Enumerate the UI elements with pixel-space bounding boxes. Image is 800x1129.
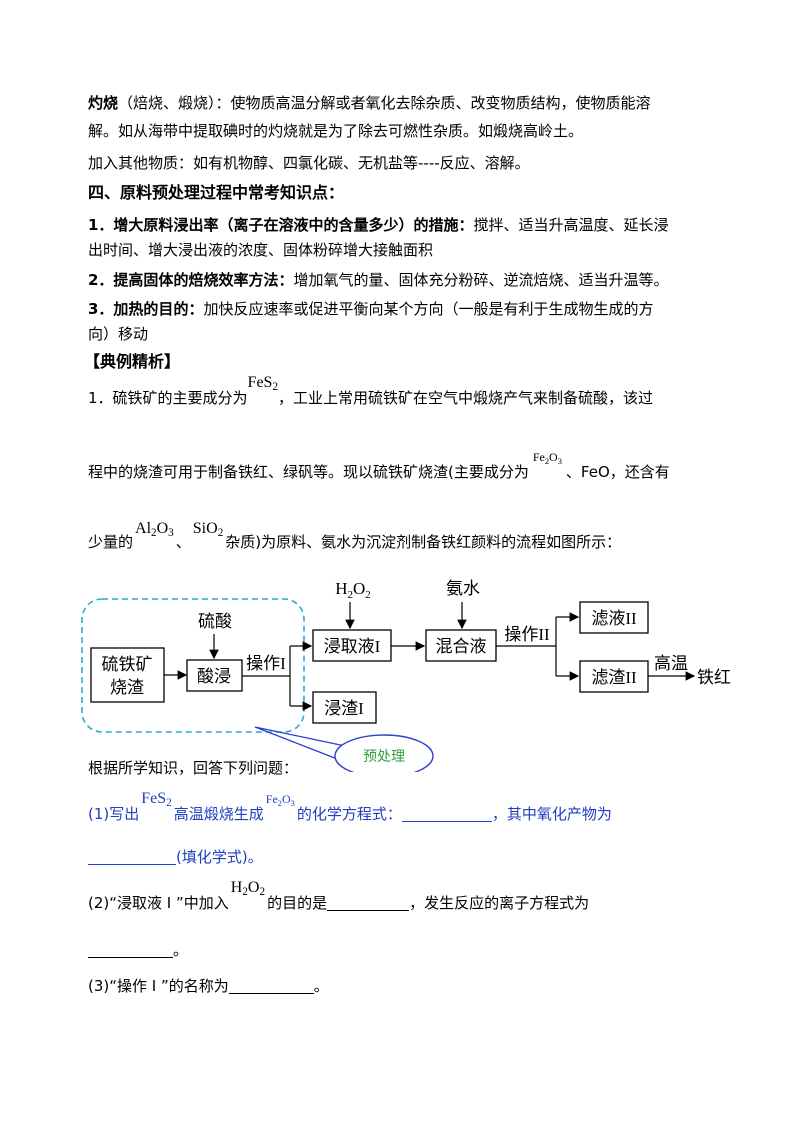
point-3-text1: 加快反应速率或促进平衡向某个方向（一般是有利于生成物生成的方 — [203, 300, 654, 318]
formula-fe2o3-q1: Fe2O3 — [265, 792, 295, 808]
filtrate-2-label: 滤液II — [591, 609, 637, 628]
roasting-text1: （焙烧、煅烧）：使物质高温分解或者氧化去除杂质、改变物质结构，使物质能溶 — [118, 94, 651, 112]
q-text-b2: 、FeO，还含有 — [565, 463, 670, 481]
ore-label-1: 硫铁矿 — [102, 655, 153, 674]
acid-leach-label: 酸浸 — [197, 667, 231, 686]
h2o2-label: H2O2 — [335, 579, 371, 601]
paragraph-roasting-line2: 解。如从海带中提取碘时的灼烧就是为了除去可燃性杂质。如煅烧高岭土。 — [88, 121, 583, 141]
q1-oxidation-product-blank[interactable] — [88, 850, 176, 865]
iron-red-label: 铁红 — [697, 668, 731, 687]
point-2: 2．提高固体的焙烧效率方法：增加氧气的量、固体充分粉碎、逆流焙烧、适当升温等。 — [88, 270, 668, 290]
residue-2-label: 滤渣II — [591, 668, 637, 687]
point-3-text2: 向）移动 — [88, 325, 149, 343]
paragraph-roasting-line1: 灼烧（焙烧、煅烧）：使物质高温分解或者氧化去除杂质、改变物质结构，使物质能溶 — [88, 93, 651, 113]
q2-ionic-equation-blank[interactable] — [88, 943, 173, 958]
question-1-line2: (填化学式)。 — [88, 847, 263, 867]
high-temp-label: 高温 — [654, 654, 688, 673]
q-text-b1: 程中的烧渣可用于制备铁红、绿矾等。现以硫铁矿烧渣(主要成分为 — [88, 463, 529, 481]
extract-liquid-label: 浸取液I — [324, 637, 381, 656]
leach-residue-box — [312, 691, 377, 724]
point-1-text1: 搅拌、适当升高温度、延长浸 — [473, 216, 669, 234]
formula-h2o2-q2: H2O2 — [230, 879, 266, 898]
roasting-text2: 解。如从海带中提取碘时的灼烧就是为了除去可燃性杂质。如煅烧高岭土。 — [88, 122, 584, 140]
sulfuric-acid-label: 硫酸 — [198, 612, 232, 631]
q3-operation-name-blank[interactable] — [228, 979, 314, 994]
mixed-solution-label: 混合液 — [436, 637, 487, 656]
question-line1: 1．硫铁矿的主要成分为FeS2，工业上常用硫铁矿在空气中煅烧产气来制备硫酸，该过 — [88, 374, 654, 413]
q-text-c1: 少量的 — [88, 533, 134, 551]
pretreatment-callout — [334, 734, 434, 772]
question-3: (3)“操作 I ”的名称为。 — [88, 977, 329, 995]
formula-al2o3: Al2O3 — [135, 520, 174, 539]
point-1-text2: 出时间、增大浸出液的浓度、固体粉碎增大接触面积 — [88, 241, 434, 259]
point-1-line2: 出时间、增大浸出液的浓度、固体粉碎增大接触面积 — [88, 240, 433, 260]
q2-purpose-blank[interactable] — [327, 896, 410, 911]
q-text-a2: ，工业上常用硫铁矿在空气中煅烧产气来制备硫酸，该过 — [278, 389, 654, 407]
q-text-a1: 1．硫铁矿的主要成分为 — [88, 389, 248, 407]
additives-text: 加入其他物质：如有机物醇、四氯化碳、无机盐等----反应、溶解。 — [88, 154, 530, 172]
answer-intro-text: 根据所学知识，回答下列问题： — [88, 759, 299, 777]
operation-2-label: 操作II — [504, 625, 550, 644]
section-heading: 四、原料预处理过程中常考知识点： — [88, 183, 344, 203]
formula-fe2o3: Fe2O3 — [532, 450, 562, 466]
paragraph-additives: 加入其他物质：如有机物醇、四氯化碳、无机盐等----反应、溶解。 — [88, 153, 530, 173]
ammonia-label: 氨水 — [446, 579, 480, 598]
ore-label-2: 烧渣 — [110, 678, 144, 697]
term-roasting: 灼烧 — [88, 94, 119, 112]
operation-1-label: 操作I — [246, 654, 286, 673]
formula-sio2: SiO2 — [192, 520, 224, 539]
question-2-line2: 。 — [88, 940, 188, 960]
filtrate-2-box — [579, 601, 649, 634]
heading-text: 四、原料预处理过程中常考知识点： — [88, 183, 345, 202]
q-text-c2: 杂质)为原料、氨水为沉淀剂制备铁红颜料的流程如图所示： — [225, 533, 622, 551]
formula-fes2-q1: FeS2 — [141, 790, 172, 809]
question-1-line1: (1)写出FeS2高温煅烧生成Fe2O3的化学方程式：，其中氧化产物为 — [88, 790, 612, 823]
question-line2: 程中的烧渣可用于制备铁红、绿矾等。现以硫铁矿烧渣(主要成分为Fe2O3、FeO，… — [88, 450, 670, 488]
point-2-title: 2．提高固体的焙烧效率方法： — [88, 271, 294, 289]
pretreatment-callout-label: 预处理 — [363, 748, 405, 764]
leach-residue-label: 浸渣I — [324, 699, 364, 718]
answer-intro: 根据所学知识，回答下列问题： — [88, 758, 298, 778]
question-2-line1: (2)“浸取液 I ”中加入H2O2的目的是，发生反应的离子方程式为 — [88, 879, 590, 912]
pretreatment-dashed-region — [81, 598, 305, 733]
point-1-title: 1．增大原料浸出率（离子在溶液中的含量多少）的措施： — [88, 216, 474, 234]
point-3-title: 3．加热的目的： — [88, 300, 204, 318]
q1-equation-blank[interactable] — [401, 807, 492, 822]
point-2-text: 增加氧气的量、固体充分粉碎、逆流焙烧、适当升温等。 — [293, 271, 669, 289]
example-section-text: 【典例精析】 — [84, 352, 181, 371]
process-flow-diagram: 硫铁矿 烧渣 硫酸 酸浸 操作I H2O2 浸取液I 浸渣I 氨水 混合液 操作… — [81, 579, 731, 772]
point-1-line1: 1．增大原料浸出率（离子在溶液中的含量多少）的措施：搅拌、适当升高温度、延长浸 — [88, 215, 668, 235]
point-3-line2: 向）移动 — [88, 324, 148, 344]
example-section-title: 【典例精析】 — [84, 352, 180, 372]
point-3-line1: 3．加热的目的：加快反应速率或促进平衡向某个方向（一般是有利于生成物生成的方 — [88, 299, 653, 319]
formula-fes2: FeS2 — [247, 374, 279, 393]
